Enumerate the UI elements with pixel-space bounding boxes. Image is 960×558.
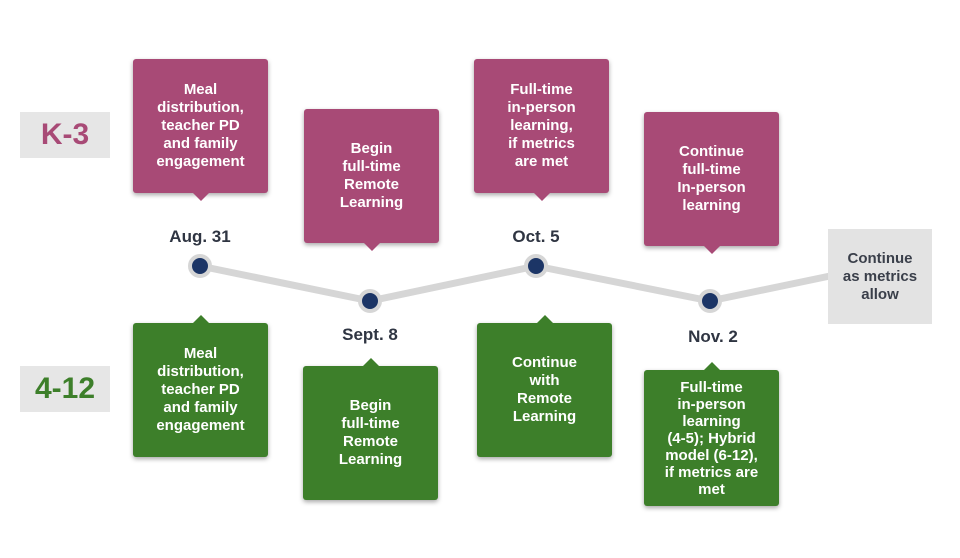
milestone-date-2: Sept. 8 (342, 325, 398, 344)
grade-label-k3: K-3 (20, 112, 110, 158)
milestone-dot-3 (524, 254, 548, 278)
g412-card-4: Full-time in-person learning (4-5); Hybr… (644, 362, 779, 506)
timeline-line (199, 262, 831, 305)
k3-card-4: Continue full-time In-person learning (644, 112, 779, 254)
grade-label-4-12: 4-12 (20, 366, 110, 412)
milestone-date-3: Oct. 5 (512, 227, 560, 246)
milestone-dot-1 (188, 254, 212, 278)
milestone-date-4: Nov. 2 (688, 327, 738, 346)
g412-card-3: Continue with Remote Learning (477, 315, 612, 457)
final-box: Continue as metrics allow (828, 229, 932, 324)
g412-card-1: Meal distribution, teacher PD and family… (133, 315, 268, 457)
k3-card-2: Begin full-time Remote Learning (304, 109, 439, 251)
g412-card-2: Begin full-time Remote Learning (303, 358, 438, 500)
k3-card-1: Meal distribution, teacher PD and family… (133, 59, 268, 201)
milestone-dot-4 (698, 289, 722, 313)
k3-card-3: Full-time in-person learning, if metrics… (474, 59, 609, 201)
milestone-dot-2 (358, 289, 382, 313)
milestone-date-1: Aug. 31 (169, 227, 231, 246)
